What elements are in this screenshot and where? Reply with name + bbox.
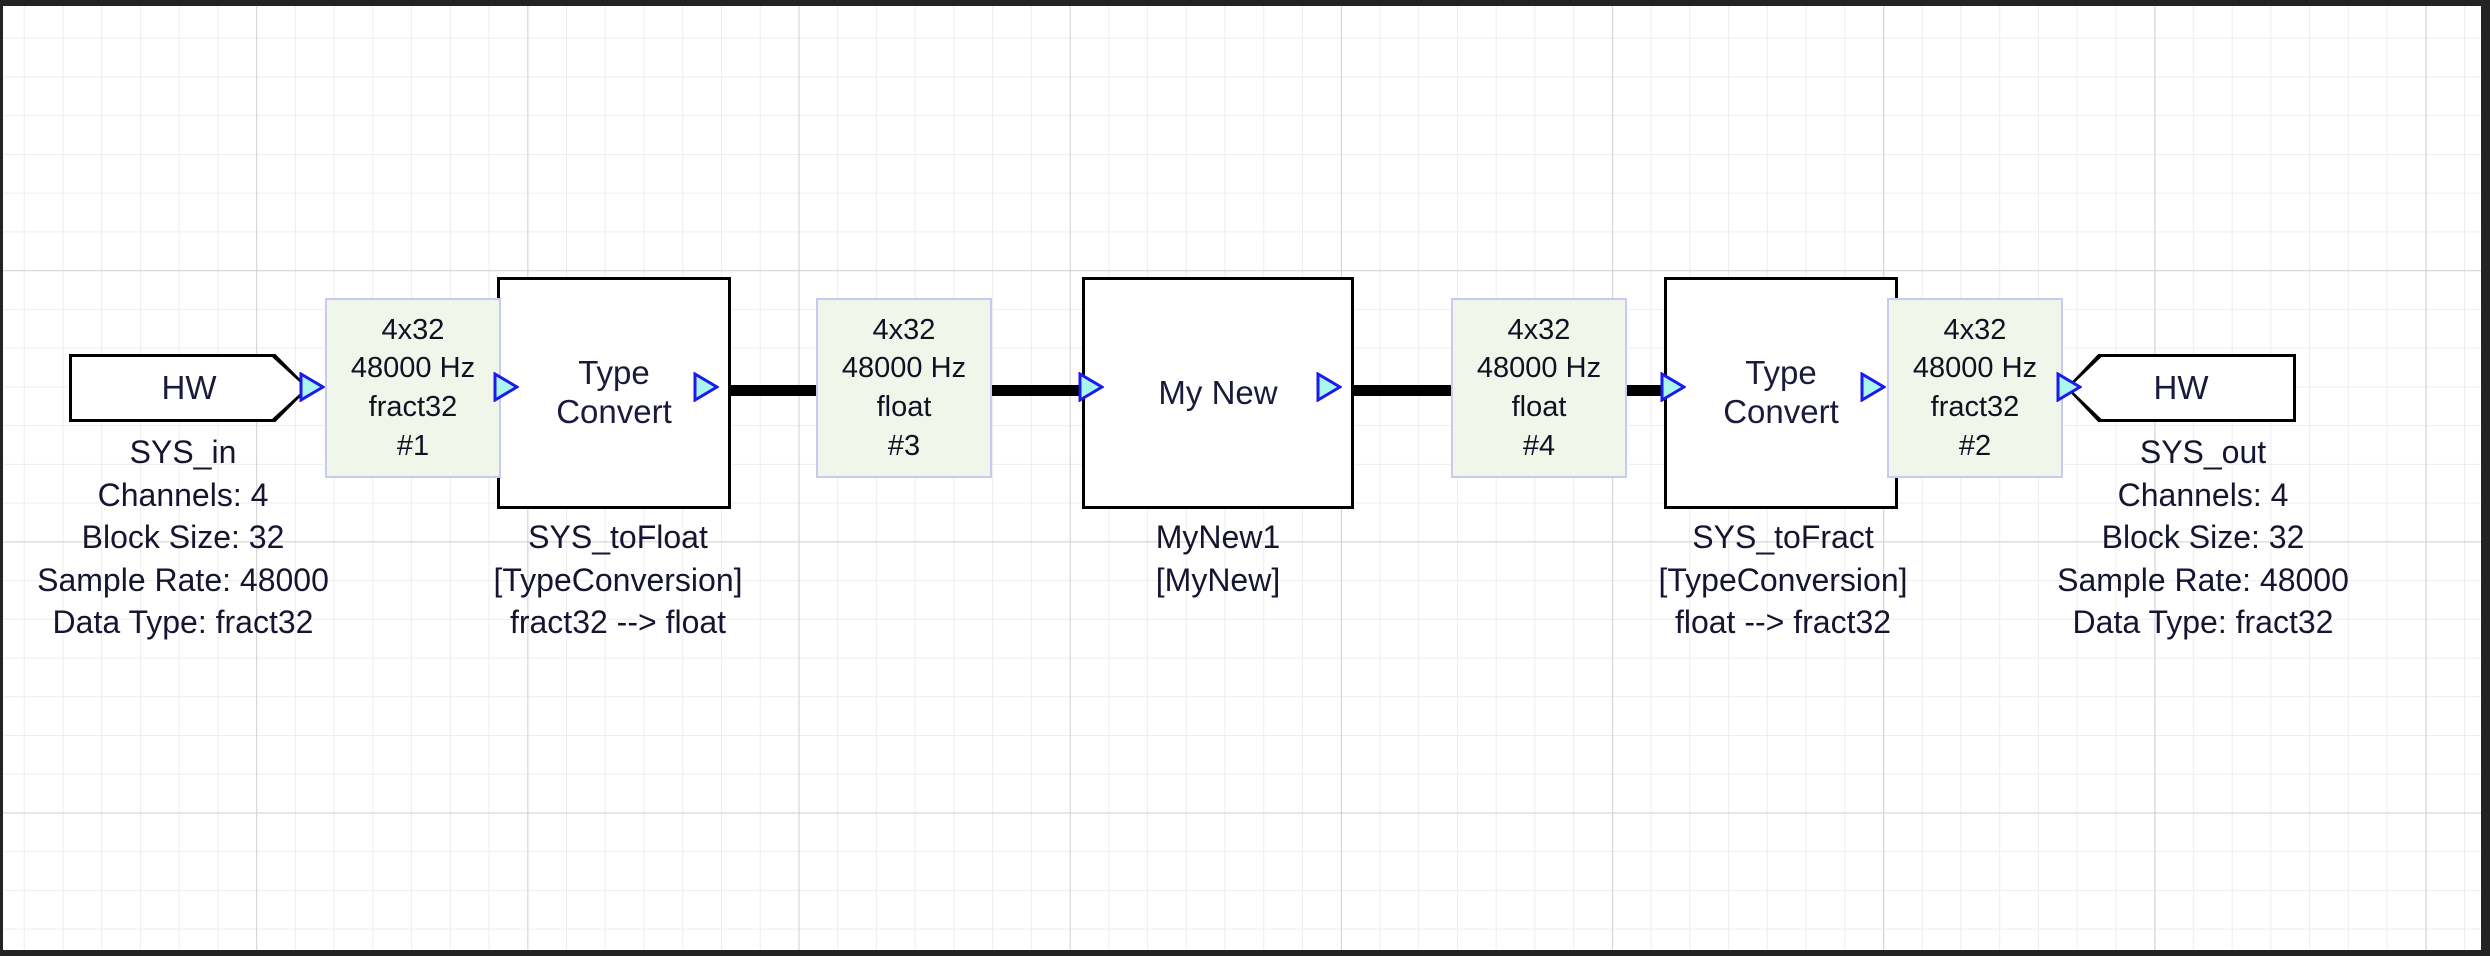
signal-4-index: #4 [1522, 429, 1556, 462]
signal-4-dtype: float [1511, 391, 1567, 423]
signal-4-rate: 48000 Hz [1476, 352, 1602, 385]
caption-sys-tofract: SYS_toFract [TypeConversion] float --> f… [1658, 519, 1908, 641]
port-sys-in-output[interactable] [299, 372, 325, 402]
caption-sys-out: SYS_out Channels: 4 Block Size: 32 Sampl… [2057, 434, 2349, 641]
block-mynew1[interactable]: My New [1082, 277, 1354, 509]
signal-label-1[interactable]: 4x32 48000 Hz fract32 #1 [325, 298, 501, 478]
signal-label-2[interactable]: 4x32 48000 Hz fract32 #2 [1887, 298, 2063, 478]
block-mynew1-label: My New [1158, 373, 1278, 411]
signal-2-rate: 48000 Hz [1912, 352, 2038, 385]
signal-2-dims: 4x32 [1943, 313, 2007, 346]
signal-4-dims: 4x32 [1507, 313, 1571, 346]
wire-mynew-to-signal4[interactable] [1339, 385, 1464, 396]
block-sys-tofloat-label: Type Convert [556, 354, 672, 430]
block-sys-out-fill [2069, 357, 2293, 419]
port-tofloat-input[interactable] [493, 372, 519, 402]
signal-3-index: #3 [887, 429, 921, 462]
signal-2-dtype: fract32 [1930, 391, 2020, 423]
signal-1-dims: 4x32 [381, 313, 445, 346]
port-mynew1-input[interactable] [1078, 372, 1104, 402]
block-sys-in-fill [72, 357, 306, 419]
port-tofract-input[interactable] [1660, 372, 1686, 402]
signal-3-dtype: float [876, 391, 932, 423]
signal-label-3[interactable]: 4x32 48000 Hz float #3 [816, 298, 992, 478]
port-mynew1-output[interactable] [1316, 372, 1342, 402]
block-sys-in[interactable]: HW [69, 354, 309, 422]
block-sys-tofloat[interactable]: Type Convert [497, 277, 731, 509]
caption-mynew1: MyNew1 [MyNew] [1155, 519, 1281, 598]
port-sys-out-input[interactable] [2056, 372, 2082, 402]
block-sys-out[interactable]: HW [2066, 354, 2296, 422]
signal-1-rate: 48000 Hz [350, 352, 476, 385]
block-sys-out-label: HW [2153, 369, 2209, 406]
signal-3-dims: 4x32 [872, 313, 936, 346]
signal-1-index: #1 [396, 429, 430, 462]
block-sys-tofract[interactable]: Type Convert [1664, 277, 1898, 509]
port-tofloat-output[interactable] [693, 372, 719, 402]
caption-sys-tofloat: SYS_toFloat [TypeConversion] fract32 -->… [493, 519, 743, 641]
block-sys-in-label: HW [161, 369, 217, 406]
wire-tofloat-to-signal3[interactable] [707, 385, 829, 396]
caption-sys-in: SYS_in Channels: 4 Block Size: 32 Sample… [37, 434, 329, 641]
wire-signal3-to-mynew[interactable] [988, 385, 1098, 396]
signal-2-index: #2 [1958, 429, 1992, 462]
port-tofract-output[interactable] [1860, 372, 1886, 402]
signal-3-rate: 48000 Hz [841, 352, 967, 385]
signal-label-4[interactable]: 4x32 48000 Hz float #4 [1451, 298, 1627, 478]
block-sys-tofract-label: Type Convert [1723, 354, 1839, 430]
signal-1-dtype: fract32 [368, 391, 458, 423]
